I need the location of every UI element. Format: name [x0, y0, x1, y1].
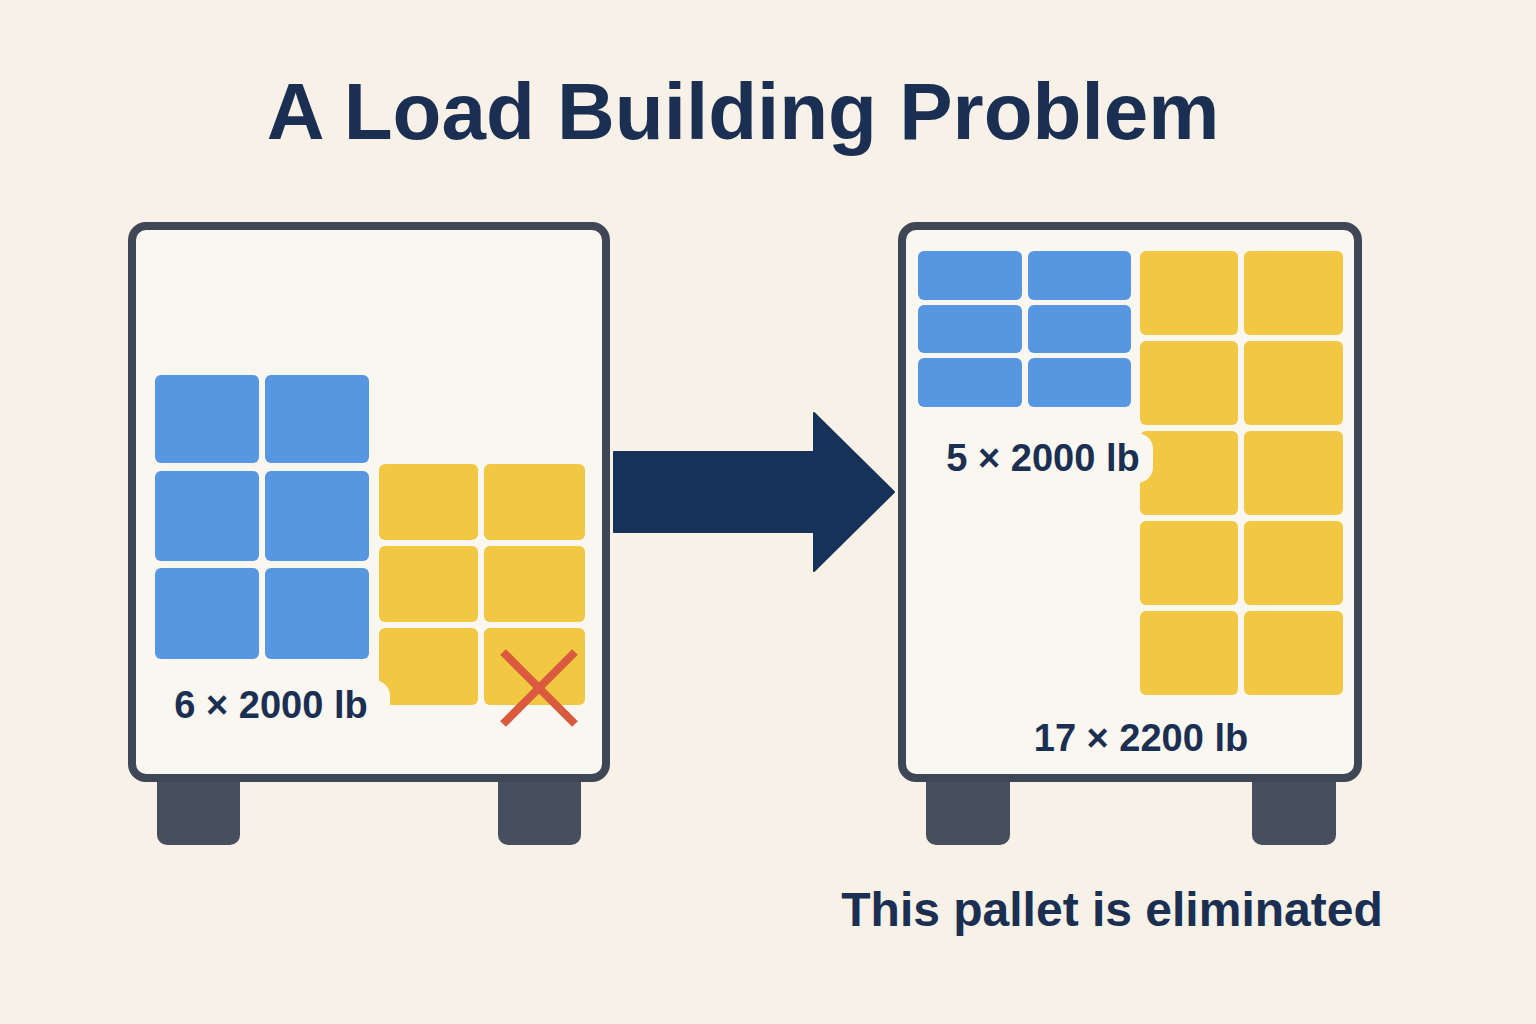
- removal-cross: [503, 652, 575, 724]
- truck-interior: [902, 226, 1358, 778]
- blue-pallet: [155, 471, 259, 561]
- yellow-pallet: [1244, 251, 1343, 335]
- removal-cross: [503, 652, 575, 724]
- truck-box: 5 × 2000 lb 17 × 2200 lb: [898, 222, 1362, 782]
- flow-arrow: [614, 413, 894, 571]
- yellow-pallet: [379, 628, 478, 705]
- yellow-pallet: [1140, 341, 1238, 425]
- weight-label: 6 × 2000 lb: [152, 680, 390, 730]
- blue-pallet: [1028, 358, 1131, 407]
- blue-pallet: [918, 358, 1022, 407]
- yellow-pallet: [1140, 521, 1238, 605]
- yellow-pallet: [1244, 611, 1343, 695]
- truck-interior: [132, 226, 606, 778]
- blue-pallet: [918, 251, 1022, 300]
- blue-pallet: [918, 305, 1022, 353]
- yellow-pallet: [1244, 431, 1343, 515]
- yellow-pallet: [484, 464, 585, 540]
- diagram-caption: This pallet is eliminated: [762, 880, 1462, 940]
- blue-pallet: [265, 471, 369, 561]
- yellow-pallet: [1244, 341, 1343, 425]
- blue-pallet: [265, 568, 369, 659]
- yellow-pallet: [1140, 251, 1238, 335]
- diagram-title: A Load Building Problem: [143, 62, 1343, 162]
- yellow-pallet: [1244, 521, 1343, 605]
- yellow-pallet: [379, 546, 478, 622]
- blue-pallet: [1028, 251, 1131, 300]
- yellow-pallet: [1140, 431, 1238, 515]
- truck-box: 6 × 2000 lb: [128, 222, 610, 782]
- weight-label: 17 × 2200 lb: [1011, 713, 1271, 763]
- weight-label: 5 × 2000 lb: [933, 433, 1153, 483]
- yellow-pallet: [1140, 611, 1238, 695]
- blue-pallet: [155, 375, 259, 463]
- blue-pallet: [1028, 305, 1131, 353]
- blue-pallet: [155, 568, 259, 659]
- yellow-pallet: [484, 546, 585, 622]
- blue-pallet: [265, 375, 369, 463]
- yellow-pallet: [379, 464, 478, 540]
